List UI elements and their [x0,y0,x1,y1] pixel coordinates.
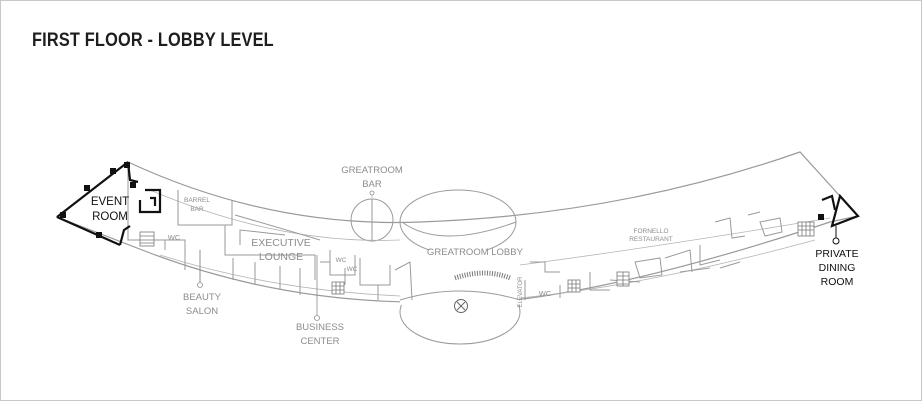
page-title: FIRST FLOOR - LOBBY LEVEL [32,30,274,51]
escalator [454,270,511,281]
building-outline [55,151,860,303]
elevator-label: ELEVATOR [518,276,524,308]
greatroom-lobby-label: GREATROOM LOBBY [427,247,524,258]
lobby-feature-icon [454,299,468,313]
private-dining-pin [832,237,840,245]
business-center-pin [314,315,320,321]
wc-right-label: WC [539,289,552,298]
stair-blocks [139,221,815,295]
beauty-salon-pin [197,282,203,288]
wc-mid-a-label: WC [336,257,347,264]
wc-mid-b-label: WC [347,266,358,273]
wc-left-label: WC [168,233,181,242]
private-dining-walls [821,193,860,228]
event-room-walls [56,161,162,247]
